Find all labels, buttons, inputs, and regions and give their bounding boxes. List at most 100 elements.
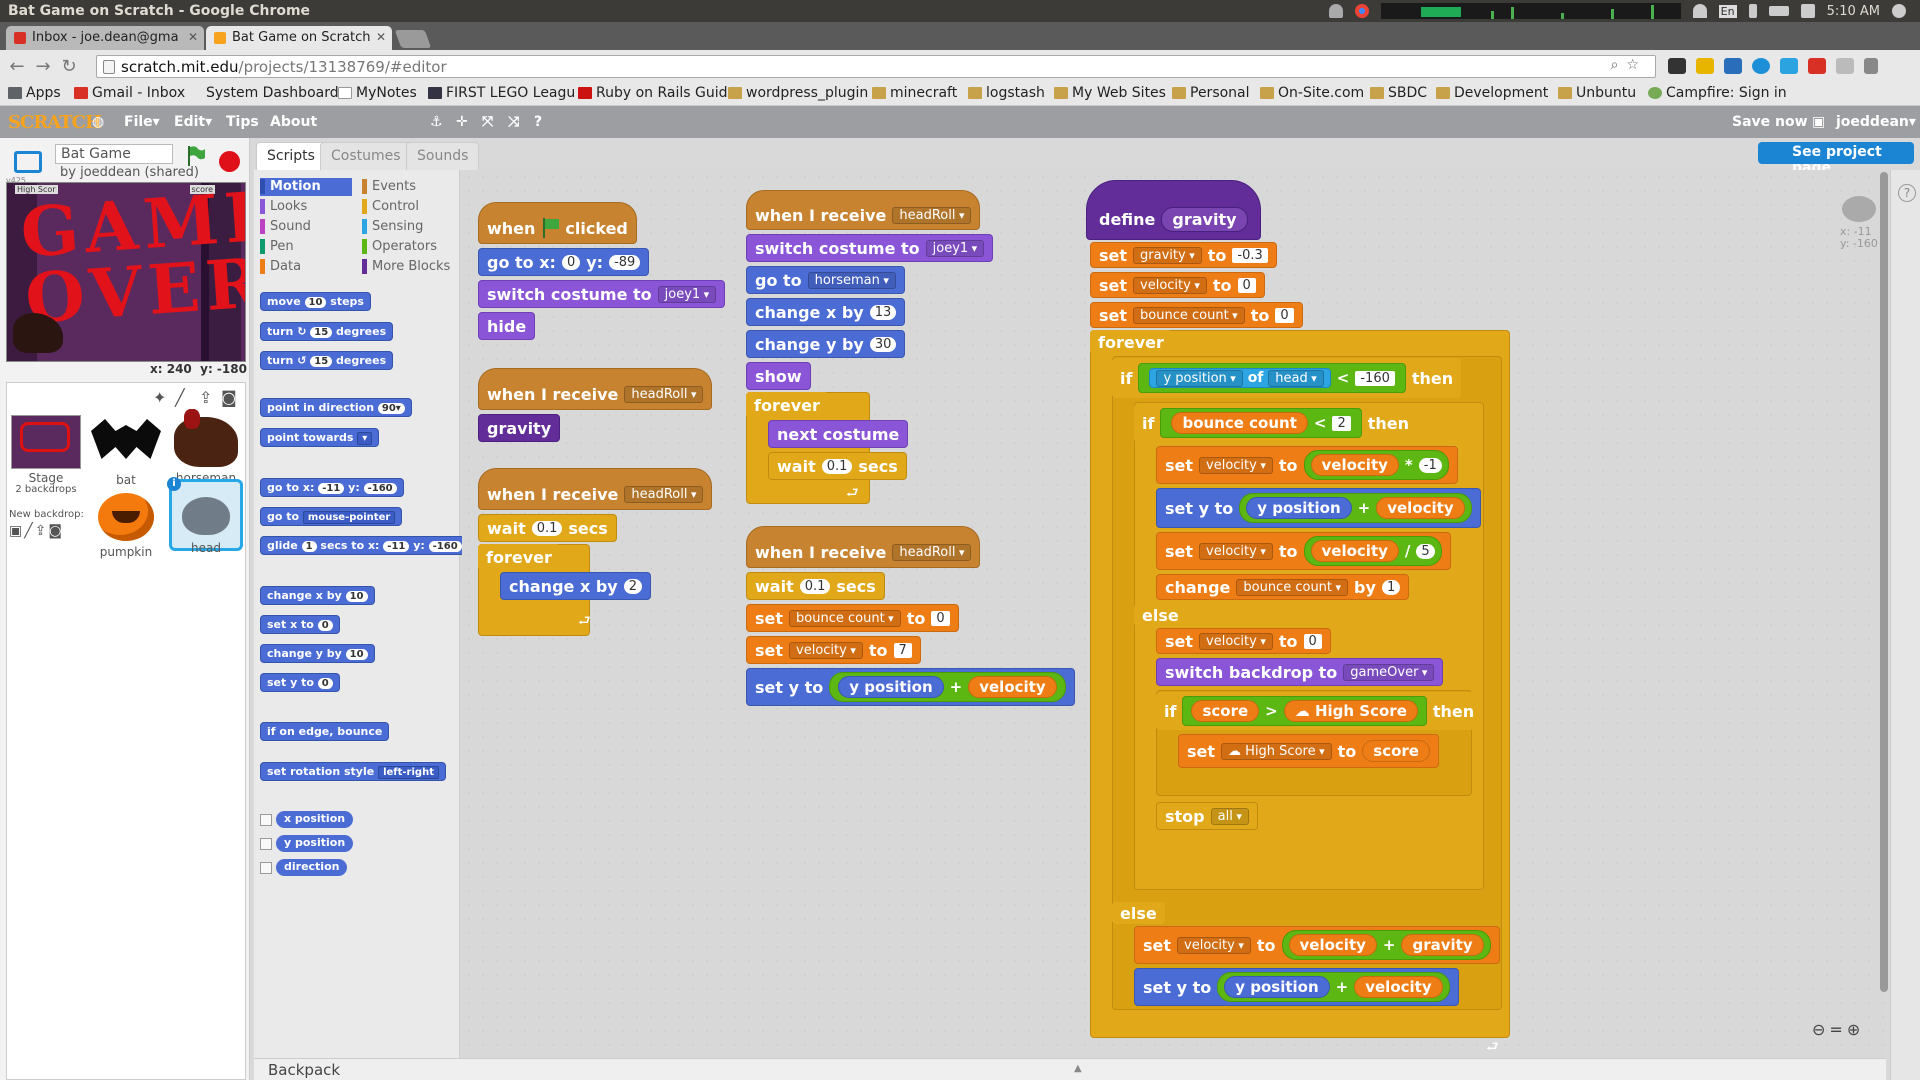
camera-icon[interactable]: ◙ <box>221 388 237 407</box>
add-operator[interactable]: y position+velocity <box>1239 493 1472 523</box>
backdrop-tools-icon[interactable]: ▣╱⇪◙ <box>9 523 64 539</box>
set-y-block[interactable]: set y to y position+velocity <box>1156 488 1481 528</box>
high-score-monitor[interactable]: High Scor <box>15 185 58 194</box>
stage-thumbnail[interactable] <box>11 415 81 469</box>
palette-direction-reporter[interactable]: direction <box>276 859 348 876</box>
gmail-checker-icon[interactable] <box>1808 58 1826 74</box>
upload-icon[interactable]: ⇪ <box>199 388 213 407</box>
palette-bounce-block[interactable]: if on edge, bounce <box>260 722 390 741</box>
cloud-variable-dropdown[interactable]: ☁ High Score <box>1221 742 1332 760</box>
clock[interactable]: 5:10 AM <box>1826 3 1880 19</box>
checkbox-direction[interactable] <box>260 862 272 874</box>
divide-operator[interactable]: velocity/5 <box>1303 536 1442 566</box>
paint-brush-icon[interactable]: ╱ <box>175 388 185 407</box>
palette-y-position-reporter[interactable]: y position <box>276 835 354 852</box>
expand-up-icon[interactable]: ▲ <box>1074 1063 1082 1074</box>
palette-set-x-block[interactable]: set x to 0 <box>260 615 340 634</box>
bookmark-folder[interactable]: Personal <box>1170 85 1250 101</box>
tab-scratch[interactable]: Bat Game on Scratch ✕ <box>206 26 392 50</box>
menu-tips[interactable]: Tips <box>226 114 259 130</box>
extension-icon[interactable] <box>1668 58 1686 74</box>
palette-glide-block[interactable]: glide 1 secs to x: -11 y: -160 <box>260 536 469 555</box>
next-costume-block[interactable]: next costume <box>768 420 909 448</box>
volume-icon[interactable] <box>1800 4 1815 18</box>
palette-move-block[interactable]: move 10 steps <box>260 292 371 311</box>
menu-edit[interactable]: Edit▾ <box>174 114 213 130</box>
palette-goto-block[interactable]: go to mouse-pointer <box>260 507 403 526</box>
bookmark-folder[interactable]: minecraft <box>870 85 957 101</box>
menu-about[interactable]: About <box>270 114 318 130</box>
save-now-button[interactable]: Save now <box>1732 114 1808 130</box>
cloud-variable-reporter[interactable]: ☁ High Score <box>1283 700 1418 722</box>
show-block[interactable]: show <box>746 362 811 390</box>
bookmark-folder[interactable]: wordpress_plugin <box>726 85 868 101</box>
bookmark-apps[interactable]: Apps <box>6 85 61 101</box>
sprite-head[interactable]: head <box>163 497 249 555</box>
set-velocity-block[interactable]: setvelocityto velocity*-1 <box>1156 446 1458 484</box>
palette-point-towards-block[interactable]: point towards ▾ <box>260 428 380 447</box>
url-input[interactable]: scratch.mit.edu/projects/13138769/#edito… <box>96 55 1656 78</box>
zoom-in-icon[interactable]: ⊕ <box>1846 1020 1865 1039</box>
set-y-block[interactable]: set y to y position+velocity <box>746 668 1075 706</box>
category-events[interactable]: Events <box>362 178 416 196</box>
duplicate-tool-icon[interactable]: ⚓ <box>430 114 443 130</box>
horseman-sprite[interactable] <box>13 313 63 353</box>
close-icon[interactable]: ✕ <box>375 30 386 44</box>
language-indicator[interactable]: En <box>1718 4 1737 18</box>
wifi-icon[interactable] <box>1692 4 1707 18</box>
category-looks[interactable]: Looks <box>260 198 307 216</box>
bookmark-item[interactable]: Campfire: Sign in <box>1646 85 1787 101</box>
battery-icon[interactable] <box>1768 6 1789 16</box>
category-motion[interactable]: Motion <box>260 178 352 196</box>
multiply-operator[interactable]: velocity*-1 <box>1303 450 1449 480</box>
bookmark-folder[interactable]: On-Site.com <box>1258 85 1364 101</box>
hide-block[interactable]: hide <box>478 312 536 340</box>
zoom-reset-icon[interactable]: = <box>1829 1020 1847 1039</box>
set-variable-block[interactable]: setvelocityto7 <box>746 636 921 664</box>
checkbox-y-position[interactable] <box>260 838 272 850</box>
checkbox-x-position[interactable] <box>260 814 272 826</box>
bell-icon[interactable] <box>1328 4 1343 18</box>
bookmark-item[interactable]: Ruby on Rails Guid <box>576 85 728 101</box>
bookmark-item[interactable]: MyNotes <box>336 85 417 101</box>
zoom-out-icon[interactable]: ⊖ <box>1812 1020 1830 1039</box>
stop-icon[interactable] <box>219 151 240 172</box>
add-operator[interactable]: y position+velocity <box>829 672 1066 702</box>
reload-icon[interactable]: ↻ <box>61 55 77 77</box>
sensing-of-reporter[interactable]: y position of head <box>1149 368 1331 388</box>
palette-x-position-reporter[interactable]: x position <box>276 811 354 828</box>
bookmark-folder[interactable]: My Web Sites <box>1052 85 1166 101</box>
paint-star-icon[interactable]: ✦ <box>153 388 167 407</box>
cut-tool-icon[interactable]: ✛ <box>456 114 468 130</box>
info-icon[interactable]: i <box>167 477 181 491</box>
set-velocity-block[interactable]: setvelocityto0 <box>1156 628 1331 654</box>
help-tool-icon[interactable]: ? <box>534 114 543 130</box>
bookmark-item[interactable]: System Dashboard <box>206 85 339 101</box>
bookmark-folder[interactable]: logstash <box>966 85 1045 101</box>
green-flag-icon[interactable] <box>186 146 206 166</box>
tab-scripts[interactable]: Scripts <box>256 142 326 170</box>
palette-change-x-block[interactable]: change x by 10 <box>260 586 375 605</box>
shrink-tool-icon[interactable]: ⤨ <box>508 114 520 130</box>
palette-set-y-block[interactable]: set y to 0 <box>260 673 340 692</box>
category-control[interactable]: Control <box>362 198 419 216</box>
greater-than-operator[interactable]: score>☁ High Score <box>1182 696 1427 726</box>
set-variable-block[interactable]: setgravityto-0.3 <box>1090 242 1277 268</box>
bookmark-folder[interactable]: Unbuntu <box>1556 85 1636 101</box>
add-operator[interactable]: velocity+gravity <box>1281 930 1491 960</box>
extension-icon[interactable] <box>1724 58 1742 74</box>
scratch-logo[interactable]: SCRATCH <box>8 112 102 133</box>
